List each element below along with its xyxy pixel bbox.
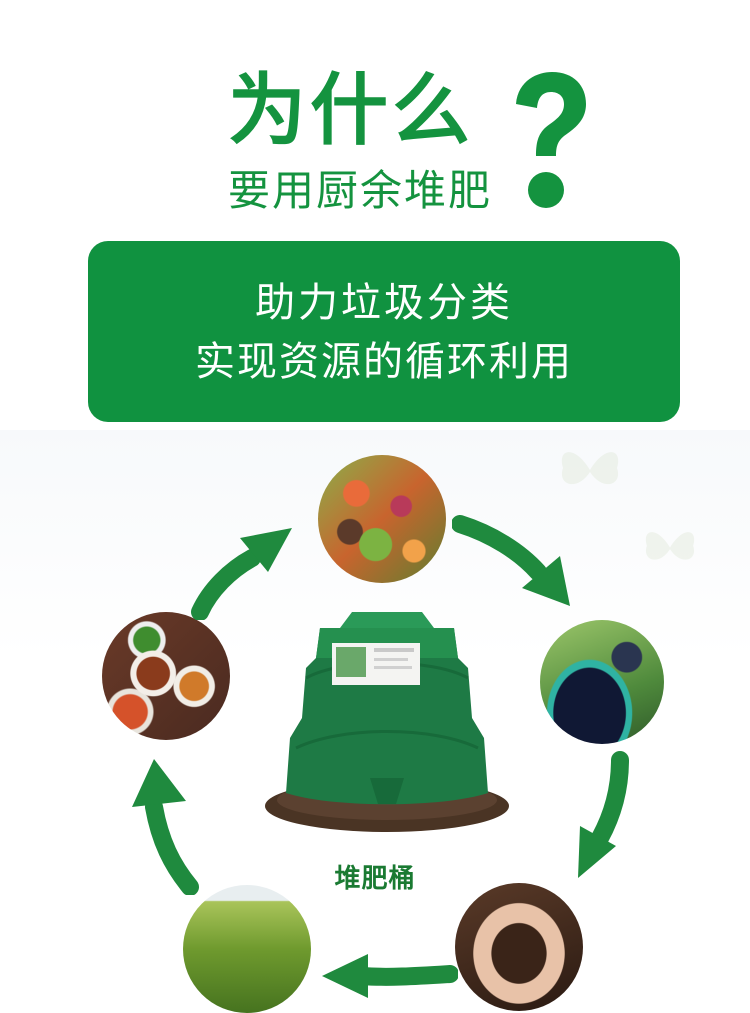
arrow-icon [322,954,458,998]
adding-greens-image [540,620,664,744]
banner-line-1: 助力垃圾分类 [255,280,513,326]
banner-line-2: 实现资源的循环利用 [195,339,573,385]
benefit-banner: 助力垃圾分类 实现资源的循环利用 [88,241,680,422]
butterfly-icon [645,532,695,560]
compost-bin-label: 堆肥桶 [334,864,416,894]
arrow-icon [578,751,629,878]
kitchen-scraps-image [318,455,446,583]
arrow-icon [132,759,199,895]
headline-kitchen-compost: 要用厨余堆肥 [228,166,493,215]
butterfly-icon [561,452,619,485]
arrow-icon [191,528,292,620]
headline-why: 为什么 [228,66,475,156]
compost-soil-image [455,883,583,1011]
crop-field-image [183,885,311,1013]
compost-bin-image [265,612,509,832]
arrow-icon [452,515,570,606]
question-mark-icon [516,72,586,208]
family-meal-image [102,612,230,740]
